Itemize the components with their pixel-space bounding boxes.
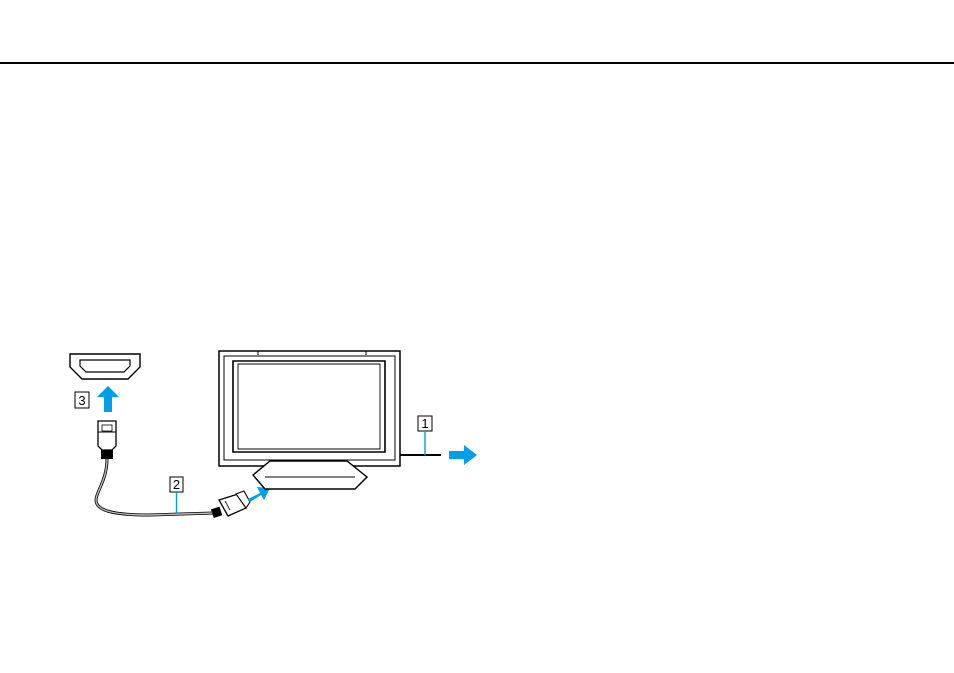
output-arrow-icon [449,445,477,465]
hdmi-port-icon [70,354,140,379]
hdmi-cable [96,459,214,515]
callout-1-label: 1 [421,416,428,431]
hdmi-plug-right-icon [211,491,250,518]
callout-2: 2 [170,477,183,514]
callout-1: 1 [418,416,432,455]
callout-3: 3 [75,392,89,408]
hdmi-plug-icon [98,421,116,459]
tv-icon [219,351,441,489]
callout-2-label: 2 [173,477,180,492]
insert-up-arrow-icon [97,386,119,412]
callout-3-label: 3 [78,393,85,408]
